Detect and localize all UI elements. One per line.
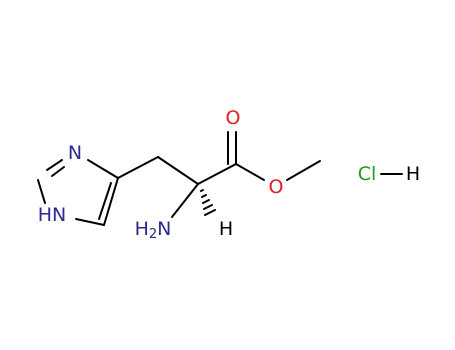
atom-o-ester: O bbox=[269, 176, 284, 198]
atom-amine: H2N bbox=[135, 218, 172, 242]
bond-oester-methyl bbox=[286, 160, 321, 181]
side-chain bbox=[117, 131, 403, 218]
bond-carbonyl-oester bbox=[235, 163, 265, 181]
atom-n-ring: N bbox=[68, 142, 82, 164]
atom-o-carbonyl: O bbox=[226, 107, 241, 129]
bond-c2-n3 bbox=[46, 159, 63, 171]
atom-labels: N HN O O H2N H Cl H bbox=[38, 107, 420, 242]
bond-calpha-carbonyl bbox=[197, 163, 237, 185]
bond-c4-c5-double bbox=[98, 182, 112, 220]
bond-c2-n3-double bbox=[51, 166, 65, 177]
imidazole-ring bbox=[37, 159, 119, 226]
bond-c5-n1 bbox=[75, 218, 105, 226]
bond-ch2-calpha bbox=[157, 156, 199, 185]
bond-calpha-n bbox=[171, 183, 199, 218]
bond-n3-c4 bbox=[87, 159, 119, 179]
bond-c4-ch2 bbox=[117, 156, 159, 179]
atom-chlorine: Cl bbox=[358, 163, 377, 185]
atom-hcl-h: H bbox=[406, 163, 420, 185]
atom-stereo-h: H bbox=[219, 218, 233, 240]
atom-nh-ring: HN bbox=[38, 204, 67, 226]
bond-n1-c2 bbox=[37, 179, 46, 204]
bond-c4-c5 bbox=[103, 177, 119, 226]
stereo-hash-wedge bbox=[200, 189, 216, 216]
